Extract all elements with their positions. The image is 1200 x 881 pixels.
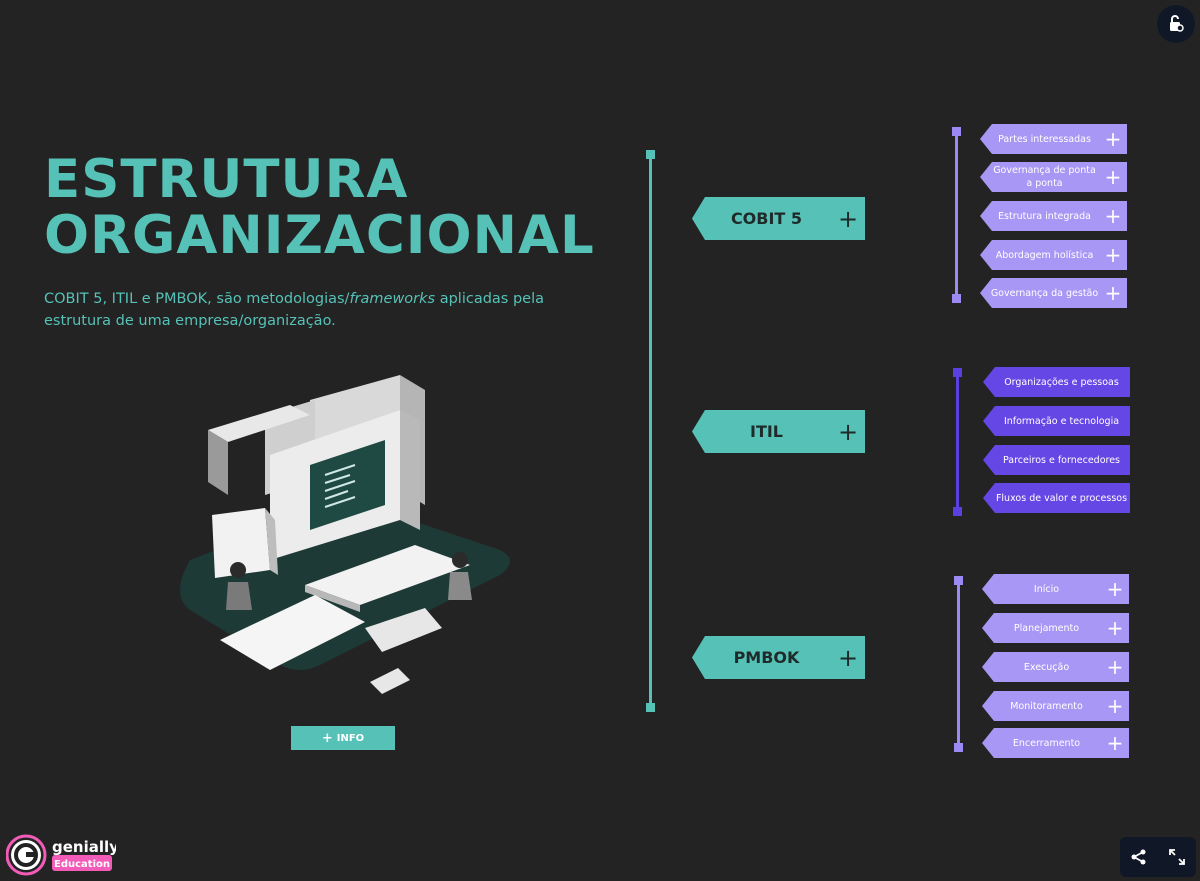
main-connector-line xyxy=(649,152,652,708)
cobit-item-label: Partes interessadas xyxy=(998,133,1091,145)
pmbok-item-label: Monitoramento xyxy=(1010,700,1083,712)
plus-icon: + xyxy=(1104,243,1122,267)
subtitle-part-1: COBIT 5, ITIL e PMBOK, são metodologias/ xyxy=(44,291,350,307)
itil-item-label: Parceiros e fornecedores xyxy=(1002,454,1121,466)
itil-item-parceiros-fornecedores[interactable]: Parceiros e fornecedores xyxy=(983,445,1130,475)
tab-cobit5-label: COBIT 5 xyxy=(730,209,803,228)
title-line-2: ORGANIZACIONAL xyxy=(44,205,595,266)
genially-logo[interactable]: genially Education xyxy=(6,834,116,876)
itil-line-top-node xyxy=(953,368,962,377)
plus-icon: + xyxy=(1106,731,1124,755)
cobit-item-governanca-da-gestao[interactable]: Governança da gestão + xyxy=(980,278,1127,308)
unlock-button[interactable] xyxy=(1157,5,1195,43)
pmbok-item-label: Execução xyxy=(1023,661,1070,673)
fullscreen-icon[interactable] xyxy=(1168,848,1186,866)
plus-icon: + xyxy=(837,204,859,233)
info-plus-icon: + xyxy=(321,730,333,746)
cobit-item-estrutura-integrada[interactable]: Estrutura integrada + xyxy=(980,201,1127,231)
share-icon[interactable] xyxy=(1130,848,1148,866)
main-line-top-node xyxy=(646,150,655,159)
plus-icon: + xyxy=(1106,577,1124,601)
itil-line-bottom-node xyxy=(953,507,962,516)
main-line-bottom-node xyxy=(646,703,655,712)
plus-icon: + xyxy=(837,417,859,446)
title-line-1: ESTRUTURA xyxy=(44,149,409,210)
pmbok-line-bottom-node xyxy=(954,743,963,752)
subtitle-part-2: aplicadas pela estrutura de uma empresa/… xyxy=(44,291,544,329)
plus-icon: + xyxy=(837,643,859,672)
tab-cobit5[interactable]: COBIT 5 + xyxy=(692,197,865,240)
brand-badge: Education xyxy=(54,859,110,870)
pmbok-connector-line xyxy=(957,581,960,748)
itil-item-label: Organizações e pessoas xyxy=(1004,376,1119,388)
cobit-line-bottom-node xyxy=(952,294,961,303)
plus-icon: + xyxy=(1106,655,1124,679)
pmbok-item-inicio[interactable]: Início + xyxy=(982,574,1129,604)
cobit-item-label: Governança de ponta a ponta xyxy=(993,165,1096,189)
cobit-item-governanca-ponta-a-ponta[interactable]: Governança de ponta a ponta + xyxy=(980,162,1127,192)
tab-itil[interactable]: ITIL + xyxy=(692,410,865,453)
tab-pmbok-label: PMBOK xyxy=(733,648,800,667)
cobit-line-top-node xyxy=(952,127,961,136)
subtitle: COBIT 5, ITIL e PMBOK, são metodologias/… xyxy=(44,288,544,332)
cobit-item-label: Estrutura integrada xyxy=(998,210,1091,222)
itil-item-label: Informação e tecnologia xyxy=(1003,415,1120,427)
itil-connector-line xyxy=(956,373,959,513)
info-button-label: INFO xyxy=(336,732,365,744)
plus-icon: + xyxy=(1104,165,1122,189)
plus-icon: + xyxy=(1104,127,1122,151)
cobit-item-label: Governança da gestão xyxy=(990,287,1099,299)
tab-itil-label: ITIL xyxy=(749,422,783,441)
viewer-controls xyxy=(1120,837,1196,877)
brand-name: genially xyxy=(52,838,116,856)
pmbok-item-execucao[interactable]: Execução + xyxy=(982,652,1129,682)
pmbok-item-encerramento[interactable]: Encerramento + xyxy=(982,728,1129,758)
cobit-item-partes-interessadas[interactable]: Partes interessadas + xyxy=(980,124,1127,154)
plus-icon: + xyxy=(1104,204,1122,228)
itil-item-fluxos-valor-processos[interactable]: Fluxos de valor e processos xyxy=(983,483,1130,513)
info-button[interactable]: + INFO xyxy=(291,726,395,750)
pmbok-item-label: Planejamento xyxy=(1013,622,1080,634)
cobit-connector-line xyxy=(955,132,958,300)
plus-icon: + xyxy=(1104,281,1122,305)
tab-pmbok[interactable]: PMBOK + xyxy=(692,636,865,679)
itil-item-organizacoes-pessoas[interactable]: Organizações e pessoas xyxy=(983,367,1130,397)
unlock-hand-icon xyxy=(1170,15,1184,32)
computer-illustration xyxy=(180,375,510,694)
itil-item-label: Fluxos de valor e processos xyxy=(995,492,1128,504)
pmbok-item-label: Encerramento xyxy=(1012,737,1081,749)
subtitle-emphasis: frameworks xyxy=(349,291,436,307)
itil-item-informacao-tecnologia[interactable]: Informação e tecnologia xyxy=(983,406,1130,436)
pmbok-line-top-node xyxy=(954,576,963,585)
cobit-item-abordagem-holistica[interactable]: Abordagem holística + xyxy=(980,240,1127,270)
cobit-item-label: Abordagem holística xyxy=(995,249,1094,261)
pmbok-item-planejamento[interactable]: Planejamento + xyxy=(982,613,1129,643)
pmbok-item-label: Início xyxy=(1033,583,1060,595)
plus-icon: + xyxy=(1106,616,1124,640)
pmbok-item-monitoramento[interactable]: Monitoramento + xyxy=(982,691,1129,721)
page-title: ESTRUTURA ORGANIZACIONAL xyxy=(44,152,595,264)
plus-icon: + xyxy=(1106,694,1124,718)
